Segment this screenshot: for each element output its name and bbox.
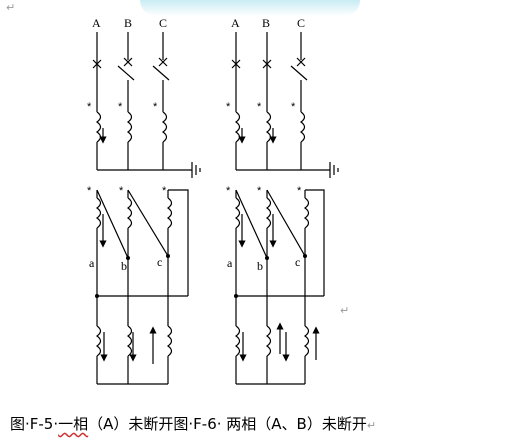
caption-fig-f5-rest: （A）未断开 [88,415,174,433]
phase-label-b: B [262,16,270,30]
tap-label-c: c [157,255,162,269]
polarity-mark: * [87,101,92,113]
polarity-mark: * [257,101,262,113]
ground-icon [329,162,339,178]
polarity-mark: * [153,101,158,113]
breaker-switch-icon [152,57,170,81]
top-highlight [140,0,360,16]
tap-label-a: a [227,256,233,270]
breaker-cross-icon [231,59,241,69]
phase-label-a: A [231,16,240,30]
breaker-cross-icon [92,59,102,69]
ground-icon [191,162,201,178]
tap-label-a: a [89,256,95,270]
phase-label-b: B [124,16,132,30]
breaker-switch-icon [290,57,308,81]
phase-label-c: C [297,16,305,30]
tap-label-c: c [295,255,300,269]
polarity-mark: * [118,101,123,113]
polarity-mark: * [162,185,167,197]
polarity-mark: * [226,101,231,113]
paragraph-mark: ↵ [366,419,377,432]
circuit-diagrams: A B C * * * * [87,16,339,385]
tap-label-b: b [257,259,263,273]
phase-label-a: A [92,16,101,30]
caption-fig-f5-squiggled: 一相 [58,415,89,433]
figure-caption: 图·F-5·一相（A）未断开图·F-6· 两相（A、B）未断开↵ [10,412,515,436]
phase-label-c: C [159,16,167,30]
breaker-switch-icon [117,57,135,81]
paragraph-mark: ↵ [6,1,16,14]
caption-fig-f6: 图·F-6· 两相（A、B）未断开 [173,415,367,433]
polarity-mark: * [257,185,262,197]
polarity-mark: * [291,101,296,113]
polarity-mark: * [297,185,302,197]
polarity-mark: * [87,185,92,197]
figure-f5: A B C * * * * [87,16,201,385]
polarity-mark: * [226,185,231,197]
polarity-mark: * [119,185,124,197]
paragraph-mark: ↵ [340,304,350,317]
caption-fig-f5-prefix: 图·F-5· [10,415,59,433]
figure-f6: A B C * * * * * * [226,16,339,385]
tap-label-b: b [121,259,127,273]
breaker-cross-icon [262,59,272,69]
